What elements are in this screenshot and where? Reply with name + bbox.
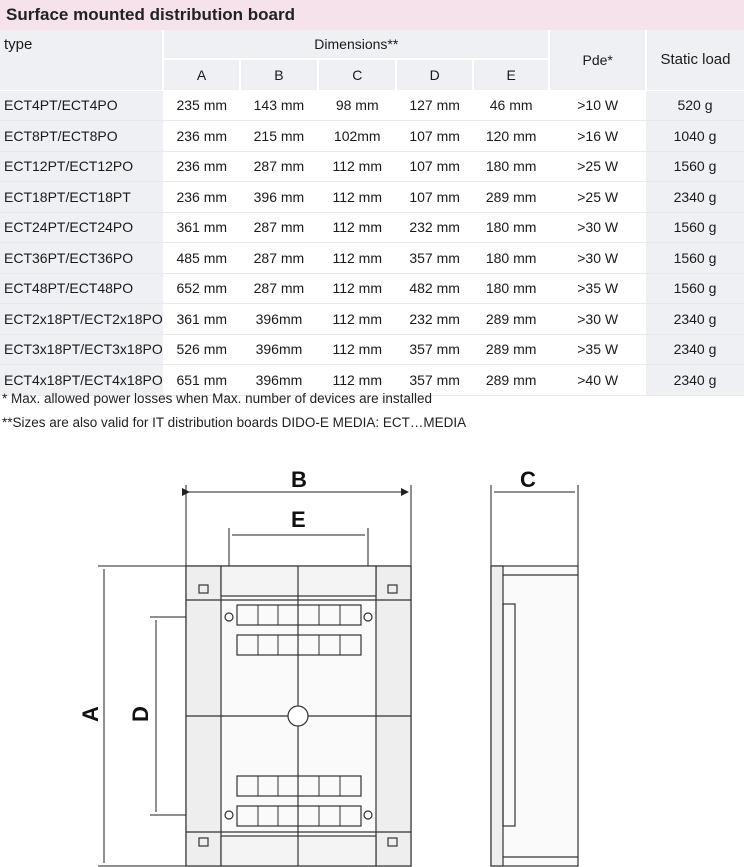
label-a: A xyxy=(78,706,103,722)
pde-cell: >10 W xyxy=(549,89,646,121)
dim-cell-c: 98 mm xyxy=(318,89,397,121)
dim-cell-d: 357 mm xyxy=(396,242,473,274)
label-c: C xyxy=(520,467,536,492)
dim-cell-c: 112 mm xyxy=(318,181,397,213)
dim-col-header: A xyxy=(162,58,240,90)
dim-cell-a: 236 mm xyxy=(163,120,240,152)
pde-header: Pde* xyxy=(548,30,646,90)
dim-cell-c: 112 mm xyxy=(318,333,397,365)
dim-cell-c: 112 mm xyxy=(318,364,397,396)
dim-cell-b: 287 mm xyxy=(239,150,319,182)
load-cell: 1560 g xyxy=(645,211,744,243)
dim-cell-b: 396mm xyxy=(239,303,319,335)
dim-cell-d: 127 mm xyxy=(396,89,473,121)
dim-cell-d: 232 mm xyxy=(396,303,473,335)
type-cell: ECT4PT/ECT4PO xyxy=(0,89,164,121)
type-cell: ECT36PT/ECT36PO xyxy=(0,242,164,274)
dim-cell-c: 112 mm xyxy=(318,242,397,274)
load-cell: 2340 g xyxy=(645,364,744,396)
pde-cell: >30 W xyxy=(549,211,646,243)
dim-col-header: E xyxy=(471,58,550,90)
dim-cell-b: 396mm xyxy=(239,333,319,365)
load-cell: 1560 g xyxy=(645,242,744,274)
dimension-b xyxy=(182,485,412,566)
load-cell: 520 g xyxy=(645,89,744,121)
module-slots xyxy=(257,605,341,826)
type-cell: ECT3x18PT/ECT3x18PO xyxy=(0,333,164,365)
type-cell: ECT2x18PT/ECT2x18PO xyxy=(0,303,164,335)
dim-cell-e: 180 mm xyxy=(472,211,550,243)
dim-cell-e: 289 mm xyxy=(472,333,550,365)
dim-cell-a: 361 mm xyxy=(163,303,240,335)
dim-cell-c: 102mm xyxy=(318,120,397,152)
label-b: B xyxy=(291,467,307,492)
dim-cell-b: 143 mm xyxy=(239,89,319,121)
dim-cell-a: 651 mm xyxy=(163,364,240,396)
type-cell: ECT4x18PT/ECT4x18PO xyxy=(0,364,164,396)
dim-col-header: D xyxy=(395,58,473,90)
board-side-view xyxy=(490,565,579,867)
dim-cell-e: 180 mm xyxy=(472,242,550,274)
label-d: D xyxy=(128,706,153,722)
dim-cell-b: 287 mm xyxy=(239,242,319,274)
dim-cell-e: 289 mm xyxy=(472,364,550,396)
dim-cell-a: 526 mm xyxy=(163,333,240,365)
pde-cell: >30 W xyxy=(549,303,646,335)
footnote-sizes: **Sizes are also valid for IT distributi… xyxy=(2,415,467,430)
dim-cell-b: 396mm xyxy=(239,364,319,396)
pde-cell: >40 W xyxy=(549,364,646,396)
title-bar: Surface mounted distribution board xyxy=(0,0,744,30)
type-cell: ECT8PT/ECT8PO xyxy=(0,120,164,152)
dim-cell-a: 652 mm xyxy=(163,272,240,304)
dim-cell-b: 287 mm xyxy=(239,211,319,243)
dim-cell-d: 482 mm xyxy=(396,272,473,304)
footnote-power: * Max. allowed power losses when Max. nu… xyxy=(2,391,432,406)
load-header: Static load xyxy=(644,30,744,90)
load-cell: 2340 g xyxy=(645,333,744,365)
dim-cell-e: 46 mm xyxy=(472,89,550,121)
dim-cell-d: 357 mm xyxy=(396,333,473,365)
label-e: E xyxy=(291,507,306,532)
type-header: type xyxy=(0,30,164,90)
dim-cell-b: 396 mm xyxy=(239,181,319,213)
pde-cell: >35 W xyxy=(549,272,646,304)
load-cell: 2340 g xyxy=(645,181,744,213)
type-cell: ECT24PT/ECT24PO xyxy=(0,211,164,243)
load-cell: 1560 g xyxy=(645,150,744,182)
dim-cell-d: 232 mm xyxy=(396,211,473,243)
type-cell: ECT18PT/ECT18PT xyxy=(0,181,164,213)
pde-cell: >25 W xyxy=(549,150,646,182)
dimension-a xyxy=(98,565,186,867)
page-title: Surface mounted distribution board xyxy=(6,5,296,24)
dim-col-header: B xyxy=(238,58,319,90)
dim-cell-a: 235 mm xyxy=(163,89,240,121)
dimension-c xyxy=(490,485,579,566)
dim-cell-e: 289 mm xyxy=(472,303,550,335)
dim-col-header: C xyxy=(317,58,397,90)
type-cell: ECT12PT/ECT12PO xyxy=(0,150,164,182)
type-cell: ECT48PT/ECT48PO xyxy=(0,272,164,304)
dim-cell-c: 112 mm xyxy=(318,303,397,335)
load-cell: 1560 g xyxy=(645,272,744,304)
dim-cell-b: 287 mm xyxy=(239,272,319,304)
load-cell: 2340 g xyxy=(645,303,744,335)
dimensions-header: Dimensions** xyxy=(162,30,550,59)
dim-cell-c: 112 mm xyxy=(318,211,397,243)
board-front-view xyxy=(185,565,412,867)
dim-cell-d: 357 mm xyxy=(396,364,473,396)
